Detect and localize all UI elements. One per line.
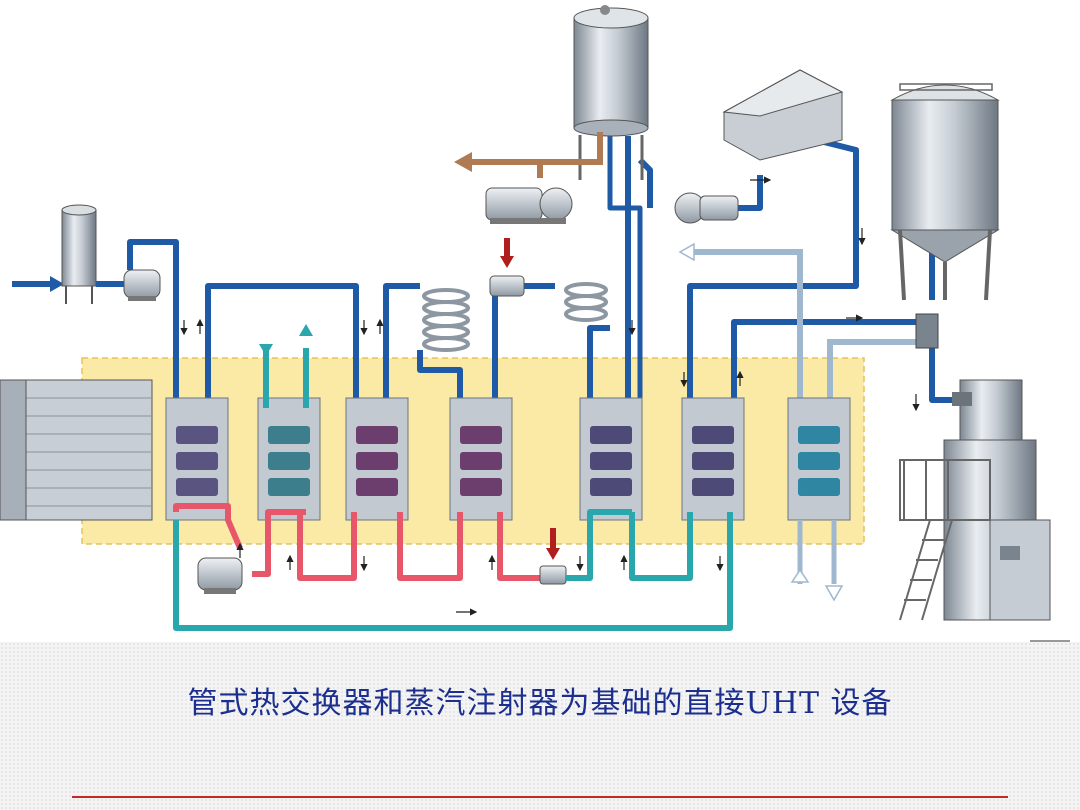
- condensate-arrow-icon: [454, 152, 472, 172]
- exchanger-module-6: [681, 397, 745, 521]
- feed-pump: [123, 269, 161, 301]
- caption-band: [0, 642, 1080, 810]
- condensate-line: [537, 132, 603, 178]
- holding-coil-1: [422, 288, 470, 352]
- holding-coil-2: [564, 282, 608, 322]
- exchanger-module-4: [449, 397, 513, 521]
- sterile-down-arrow-icon: [824, 585, 844, 602]
- flow-arrow-icons: [180, 176, 920, 616]
- steam-arrow-icon: [500, 256, 514, 268]
- sterile-water-arrow-icon: [678, 242, 695, 262]
- valve-block: [915, 313, 939, 349]
- exchanger-module-2: [257, 397, 321, 521]
- exchanger-modules: [165, 397, 851, 521]
- exchanger-module-1: [165, 397, 229, 521]
- uht-process-diagram: [0, 5, 1070, 642]
- cooling-water-top: [263, 348, 309, 408]
- aseptic-tank: [890, 83, 1000, 301]
- hot-water-circuit: [173, 503, 540, 581]
- cooling-in-arrow-icon: [259, 344, 273, 356]
- aseptic-filling-machine: [899, 379, 1070, 642]
- vacuum-pump: [485, 187, 573, 224]
- exchanger-module-7: [787, 397, 851, 521]
- booster-pump: [674, 192, 739, 224]
- tubular-heat-exchanger-stack: [0, 379, 153, 521]
- cooling-out-arrow-icon: [299, 324, 313, 336]
- steam-injector: [489, 275, 525, 297]
- bottom-rule: [72, 796, 1008, 798]
- exchanger-module-3: [345, 397, 409, 521]
- exchanger-module-5: [579, 397, 643, 521]
- hot-water-pump: [197, 557, 243, 594]
- inlet-arrow-icon: [50, 276, 64, 292]
- slide-caption: 管式热交换器和蒸汽注射器为基础的直接UHT 设备: [187, 686, 893, 721]
- sterile-water-line: [692, 249, 916, 408]
- steam-valve: [539, 565, 567, 585]
- cooling-water-circuit: [173, 509, 733, 631]
- balance-tank: [61, 204, 97, 304]
- vacuum-vessel: [573, 5, 649, 180]
- steam-arrow-icon-2: [546, 548, 560, 560]
- sterile-up-arrow-icon: [790, 568, 810, 583]
- cip-unit: [722, 69, 844, 161]
